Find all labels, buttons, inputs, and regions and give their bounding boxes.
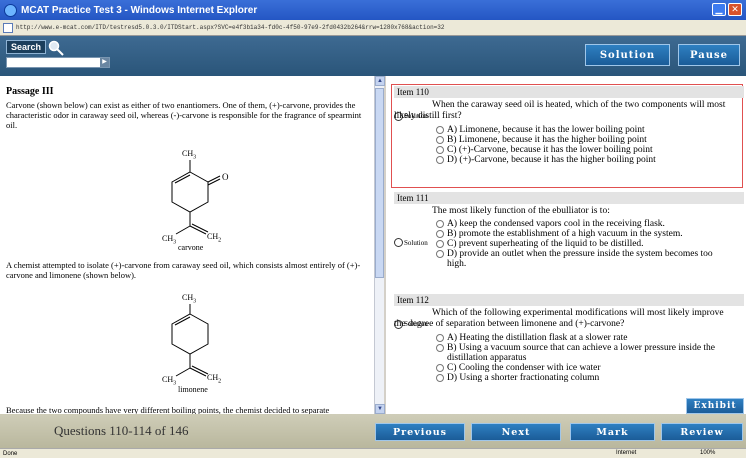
- passage-panel: [0, 76, 384, 414]
- window-title: MCAT Practice Test 3 - Windows Internet …: [21, 4, 258, 16]
- address-bar[interactable]: http://www.e-mcat.com/ITD/testresd5.0.3.…: [0, 20, 746, 36]
- item-111-option-c[interactable]: C) prevent superheating of the liquid to…: [436, 239, 726, 249]
- item-111-solution[interactable]: Solution: [394, 216, 432, 269]
- page-icon: [3, 22, 13, 33]
- radio-icon[interactable]: [436, 220, 444, 228]
- radio-icon[interactable]: [436, 156, 444, 164]
- radio-icon[interactable]: [436, 344, 444, 352]
- item-110-option-d[interactable]: D) (+)-Carvone, because it has the highe…: [436, 155, 744, 165]
- window-controls: ▁ ✕: [712, 3, 742, 16]
- status-bar: Done Internet 100%: [0, 448, 746, 458]
- solution-circle-icon: [394, 238, 403, 247]
- magnifier-icon[interactable]: [48, 40, 64, 56]
- scroll-thumb[interactable]: [375, 88, 384, 278]
- zoom-level[interactable]: 100%: [700, 450, 716, 456]
- search-label: Search: [6, 40, 47, 54]
- carvone-label: carvone: [178, 243, 204, 252]
- item-110: Item 110 Solution When the caraway seed …: [394, 86, 744, 165]
- radio-icon[interactable]: [436, 364, 444, 372]
- close-icon[interactable]: ✕: [728, 3, 742, 16]
- radio-icon[interactable]: [436, 334, 444, 342]
- passage-paragraph-1: Carvone (shown below) can exist as eithe…: [6, 100, 362, 130]
- carvone-oxygen: O: [222, 172, 229, 182]
- search-box: Search ▶: [6, 40, 110, 70]
- questions-panel: [386, 76, 746, 414]
- review-button[interactable]: Review: [661, 423, 743, 441]
- window-titlebar: MCAT Practice Test 3 - Windows Internet …: [0, 0, 746, 20]
- limonene-structure: [171, 304, 209, 377]
- question-counter: Questions 110-114 of 146: [54, 423, 189, 438]
- status-text: Done: [3, 450, 18, 457]
- item-112-question-b: the degree of separation between limonen…: [394, 319, 625, 329]
- solution-circle-icon: [394, 111, 403, 121]
- carvone-ch3-bottom: CH3: [162, 234, 177, 246]
- passage-title: Passage III: [6, 86, 54, 97]
- item-110-header: Item 110: [394, 86, 744, 98]
- radio-icon[interactable]: [436, 240, 444, 248]
- item-112-solution[interactable]: Solution: [394, 318, 432, 330]
- radio-icon[interactable]: [436, 374, 444, 382]
- mark-button[interactable]: Mark: [570, 423, 655, 441]
- item-112: Item 112 Solution Which of the following…: [394, 294, 744, 383]
- passage-scrollbar[interactable]: ▲ ▼: [374, 76, 385, 414]
- search-go-icon[interactable]: ▶: [100, 58, 109, 67]
- pause-button[interactable]: Pause: [678, 44, 740, 66]
- previous-button[interactable]: Previous: [375, 423, 465, 441]
- passage-paragraph-3: Because the two compounds have very diff…: [6, 405, 330, 415]
- item-112-question-a: Which of the following experimental modi…: [432, 308, 724, 318]
- item-111: Item 111 Solution The most likely functi…: [394, 192, 744, 269]
- item-112-option-b[interactable]: B) Using a vacuum source that can achiev…: [436, 343, 736, 363]
- ie-icon: [4, 3, 17, 17]
- limonene-label: limonene: [178, 385, 208, 394]
- search-input[interactable]: ▶: [6, 57, 110, 68]
- radio-icon[interactable]: [436, 250, 444, 258]
- carvone-ch2: CH2: [207, 232, 222, 244]
- item-110-option-a[interactable]: A) Limonene, because it has the lower bo…: [436, 125, 744, 135]
- item-110-option-c[interactable]: C) (+)-Carvone, because it has the lower…: [436, 145, 744, 155]
- limonene-ch2: CH2: [207, 373, 222, 385]
- scroll-up-icon[interactable]: ▲: [375, 76, 385, 86]
- item-112-option-d[interactable]: D) Using a shorter fractionating column: [436, 373, 736, 383]
- item-112-option-a[interactable]: A) Heating the distillation flask at a s…: [436, 333, 736, 343]
- limonene-ch3-bottom: CH3: [162, 375, 177, 387]
- radio-icon[interactable]: [436, 146, 444, 154]
- item-111-option-d[interactable]: D) provide an outlet when the pressure i…: [436, 249, 726, 269]
- minimize-icon[interactable]: ▁: [712, 3, 726, 16]
- item-111-question: The most likely function of the ebulliat…: [432, 206, 610, 216]
- navigation-footer: Questions 110-114 of 146 Previous Next M…: [0, 414, 746, 448]
- radio-icon[interactable]: [436, 126, 444, 134]
- internet-zone: Internet: [616, 450, 637, 456]
- item-112-option-c[interactable]: C) Cooling the condenser with ice water: [436, 363, 736, 373]
- radio-icon[interactable]: [436, 230, 444, 238]
- carvone-ch3-top: CH3: [182, 149, 197, 161]
- item-110-selected-frame: [391, 84, 743, 188]
- item-112-header: Item 112: [394, 294, 744, 306]
- scroll-down-icon[interactable]: ▼: [375, 404, 385, 414]
- next-button[interactable]: Next: [471, 423, 561, 441]
- limonene-ch3-top: CH3: [182, 293, 197, 305]
- exhibit-button[interactable]: Exhibit: [686, 398, 744, 414]
- app-header: Search ▶ Solution Pause: [0, 36, 746, 76]
- item-110-option-b[interactable]: B) Limonene, because it has the higher b…: [436, 135, 744, 145]
- item-110-question-a: When the caraway seed oil is heated, whi…: [432, 100, 726, 110]
- solution-button[interactable]: Solution: [585, 44, 670, 66]
- item-110-solution[interactable]: Solution: [394, 110, 432, 122]
- item-111-option-b[interactable]: B) promote the establishment of a high v…: [436, 229, 726, 239]
- url-text[interactable]: http://www.e-mcat.com/ITD/testresd5.0.3.…: [16, 24, 445, 31]
- item-111-header: Item 111: [394, 192, 744, 204]
- solution-circle-icon: [394, 319, 403, 329]
- item-111-option-a[interactable]: A) keep the condensed vapors cool in the…: [436, 219, 726, 229]
- radio-icon[interactable]: [436, 136, 444, 144]
- carvone-structure: [171, 160, 221, 235]
- item-110-question-b: likely distill first?: [394, 111, 462, 121]
- passage-paragraph-2: A chemist attempted to isolate (+)-carvo…: [6, 260, 361, 280]
